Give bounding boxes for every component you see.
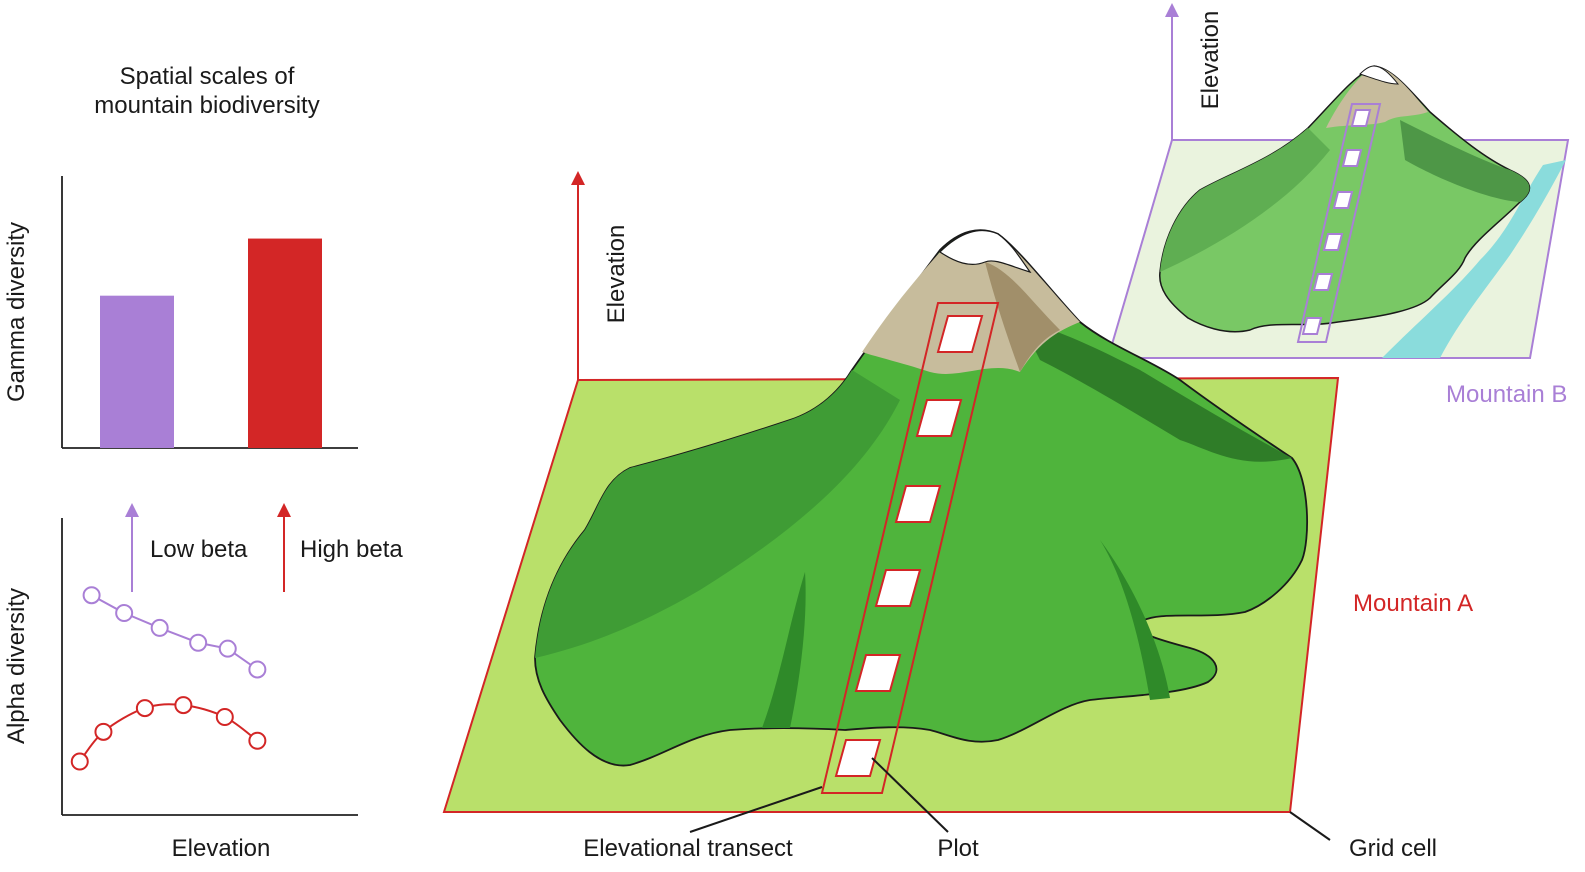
grid-callout-label: Grid cell — [1349, 835, 1437, 862]
callouts: Elevational transect Plot Grid cell — [583, 757, 1437, 862]
mountain-b-plot — [1322, 233, 1344, 251]
low-beta-series-line — [91, 594, 258, 671]
mountain-a-ridge — [1100, 540, 1170, 700]
grid-callout-line — [1289, 811, 1331, 841]
title-line-2: mountain biodiversity — [94, 92, 319, 119]
low-beta-points — [82, 586, 267, 679]
mountain-a-plots — [834, 315, 984, 777]
mountain-b-river — [1382, 160, 1566, 358]
mountain-b-shadow-left — [1160, 128, 1330, 272]
high-beta-point — [248, 731, 267, 750]
high-beta-points — [70, 696, 267, 771]
title: Spatial scales of mountain biodiversity — [94, 63, 319, 119]
mountain-a-plot — [936, 315, 984, 353]
mountain-a-snowcap — [939, 230, 1032, 274]
low-beta-point — [248, 660, 267, 679]
mountain-b-plot — [1332, 191, 1354, 209]
mountain-a-shadow-left — [535, 370, 900, 658]
gamma-chart: Gamma diversity — [3, 176, 358, 449]
gamma-bar-high-beta — [248, 238, 322, 448]
high-beta-label: High beta — [300, 536, 403, 563]
mountain-b-plot — [1312, 273, 1334, 291]
mountain-a-elevation-label: Elevation — [603, 225, 630, 324]
mountain-a-label: Mountain A — [1353, 590, 1473, 617]
mountain-b-plot — [1350, 109, 1372, 127]
plot-callout-label: Plot — [937, 835, 979, 862]
low-beta-point — [82, 586, 101, 605]
mountain-b-transect — [1296, 103, 1382, 343]
low-beta-point — [115, 604, 134, 623]
gamma-bar-low-beta — [100, 295, 174, 448]
low-beta-point — [189, 633, 208, 652]
mountain-b-plot — [1301, 317, 1323, 335]
low-beta-label: Low beta — [150, 536, 248, 563]
transect-callout-label: Elevational transect — [583, 835, 793, 862]
mountain-a-plot — [874, 569, 922, 607]
high-beta-point — [174, 696, 193, 715]
mountain-a-rock-shadow — [985, 262, 1060, 372]
mountain-a-plot — [854, 654, 902, 692]
mountain-b-label: Mountain B — [1446, 381, 1567, 408]
plot-callout-line — [871, 757, 949, 833]
transect-callout-line — [689, 786, 823, 833]
mountain-b-shadow-right — [1400, 120, 1530, 202]
mountain-a-transect — [820, 302, 1000, 794]
mountain-b: Elevation Mountain B — [1106, 3, 1570, 408]
high-beta-point — [70, 752, 89, 771]
high-beta-point — [215, 707, 234, 726]
mountain-b-elevation-label: Elevation — [1197, 11, 1224, 110]
low-beta-point — [218, 639, 237, 658]
mountain-a-ridge — [762, 572, 806, 728]
high-beta-point — [135, 699, 154, 718]
title-line-1: Spatial scales of — [120, 63, 295, 90]
mountain-b-snowcap — [1359, 65, 1400, 85]
mountain-a-plot — [834, 739, 882, 777]
alpha-ylabel: Alpha diversity — [3, 588, 30, 744]
mountain-a-shadow-right — [1020, 320, 1292, 462]
mountain-b-rock — [1326, 66, 1428, 128]
alpha-xlabel: Elevation — [172, 835, 271, 862]
mountain-b-plot — [1341, 149, 1363, 167]
high-beta-point — [94, 722, 113, 741]
mountain-a-plot — [894, 485, 942, 523]
gamma-ylabel: Gamma diversity — [3, 222, 30, 402]
mountain-a-plot — [915, 399, 963, 437]
mountain-a: Elevation Mountain A — [442, 171, 1473, 813]
alpha-chart: Alpha diversity Elevation Low beta High … — [3, 503, 403, 862]
mountain-b-plots — [1301, 109, 1372, 335]
low-beta-point — [150, 618, 169, 637]
